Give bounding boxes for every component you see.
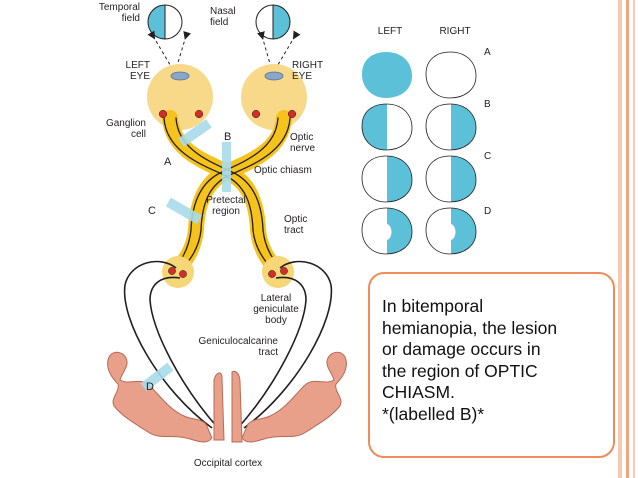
- field-row-b: B: [361, 99, 491, 151]
- accent-bar-3: [633, 0, 635, 478]
- field-row-d: D: [361, 206, 491, 255]
- lesion-markers: [140, 119, 231, 392]
- callout-text: In bitemporal hemianopia, the lesion or …: [382, 296, 558, 424]
- explanation-callout: In bitemporal hemianopia, the lesion or …: [368, 272, 615, 458]
- svg-text:B: B: [484, 99, 491, 110]
- left-column-header: LEFT: [378, 26, 402, 37]
- left-lateral-geniculate-body: [162, 256, 194, 288]
- left-visual-field: [147, 4, 183, 40]
- occipital-cortex: [107, 351, 347, 443]
- lesion-c-marker: [165, 197, 203, 225]
- svg-text:C: C: [484, 151, 491, 162]
- geniculocalcarine-tracts: [123, 260, 333, 429]
- ganglion-cells: [158, 109, 297, 119]
- lesion-a-marker: [178, 119, 212, 147]
- left-eye: [147, 64, 213, 130]
- lesion-a-label: A: [164, 156, 172, 168]
- optic-chiasm-label: Optic chiasm: [254, 165, 312, 176]
- accent-bar-1: [618, 0, 622, 478]
- optic-pathway: [162, 110, 292, 280]
- lesion-c-label: C: [148, 205, 156, 217]
- accent-bar-2: [626, 0, 629, 478]
- right-visual-field: [255, 4, 291, 40]
- right-column-header: RIGHT: [439, 26, 470, 37]
- right-lateral-geniculate-body: [262, 256, 294, 288]
- visual-field-defects: LEFT RIGHT A B C: [361, 26, 491, 255]
- field-row-c: C: [361, 151, 491, 203]
- lesion-b-label: B: [224, 131, 231, 143]
- svg-text:A: A: [484, 47, 491, 58]
- field-row-a: A: [362, 47, 491, 99]
- lesion-b-marker: [222, 142, 231, 192]
- svg-text:D: D: [484, 206, 491, 217]
- occipital-cortex-label: Occipital cortex: [194, 458, 262, 469]
- lesion-d-marker: [140, 362, 174, 392]
- lesion-d-label: D: [146, 381, 154, 393]
